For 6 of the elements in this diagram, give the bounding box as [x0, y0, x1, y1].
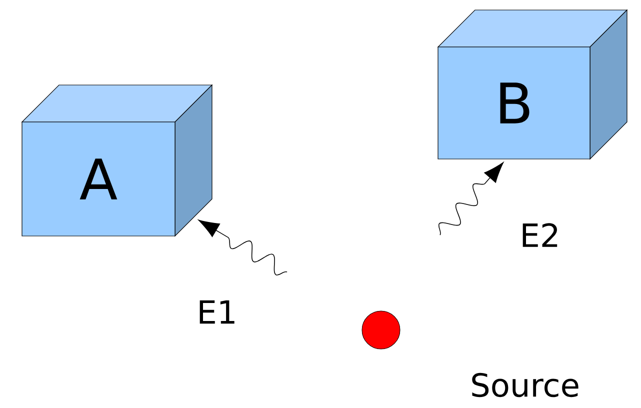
- source-label: Source: [472, 372, 578, 398]
- wavy-arrow: [438, 162, 504, 236]
- dot: [362, 310, 400, 350]
- wavy-arrow: [198, 220, 288, 276]
- edge-label: E2: [522, 223, 558, 247]
- edge-label: E1: [200, 300, 234, 324]
